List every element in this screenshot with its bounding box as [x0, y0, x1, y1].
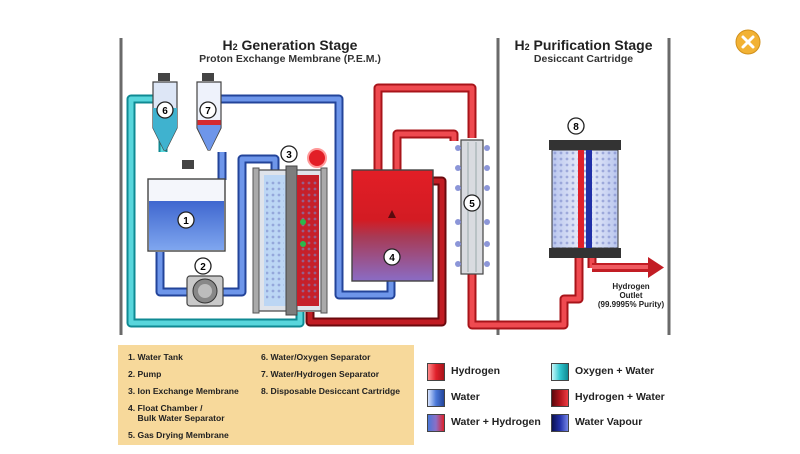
- legend-label-hydrogen: Hydrogen: [451, 365, 501, 377]
- legend-label-water-hydrogen: Water + Hydrogen: [451, 416, 541, 428]
- ion-exchange-membrane: [252, 165, 328, 316]
- close-icon: [735, 29, 761, 55]
- badge-3: 3: [280, 145, 298, 163]
- legend-swatch-hydrogen-water: [551, 389, 569, 407]
- badge-4: 4: [383, 248, 401, 266]
- key-item: 7. Water/Hydrogen Separator: [261, 369, 380, 379]
- pipe-hydrogen-top: [373, 83, 477, 170]
- legend-swatch-hydrogen: [427, 363, 445, 381]
- badge-8-text: 8: [573, 122, 579, 133]
- pipe-hydrogen-mid: [392, 129, 459, 170]
- badge-1: 1: [177, 211, 195, 229]
- generation-title-block: H2 Generation Stage Proton Exchange Memb…: [190, 37, 390, 65]
- hydrogen-outlet-arrow: [592, 257, 664, 278]
- purification-title: H2 Purification Stage: [514, 37, 653, 53]
- legend-label-vapour: Water Vapour: [575, 416, 643, 428]
- key-item: 2. Pump: [128, 369, 162, 379]
- badge-5: 5: [463, 194, 481, 212]
- close-button[interactable]: [735, 29, 761, 55]
- key-item: 6. Water/Oxygen Separator: [261, 352, 371, 362]
- badge-6: 6: [156, 101, 174, 119]
- key-item: 5. Gas Drying Membrane: [128, 430, 229, 440]
- badge-6-text: 6: [162, 106, 168, 117]
- pipe-water-tank-to-pump: [155, 252, 187, 297]
- legend-swatch-water-hydrogen: [427, 414, 445, 432]
- key-item: 8. Disposable Desiccant Cartridge: [261, 386, 400, 396]
- badge-2-text: 2: [200, 262, 206, 273]
- purification-subtitle: Desiccant Cartridge: [533, 53, 634, 65]
- component-key: 1. Water Tank 2. Pump 3. Ion Exchange Me…: [118, 345, 414, 445]
- outlet-line-2: Outlet: [619, 291, 642, 300]
- desiccant-cartridge: [549, 140, 621, 258]
- key-item: 3. Ion Exchange Membrane: [128, 386, 239, 396]
- outlet-label: Hydrogen Outlet (99.9995% Purity): [598, 282, 665, 309]
- badge-4-text: 4: [389, 253, 395, 264]
- badge-7-text: 7: [205, 106, 211, 117]
- badge-7: 7: [199, 101, 217, 119]
- generation-title: H2 Generation Stage: [222, 37, 358, 53]
- badge-1-text: 1: [183, 216, 189, 227]
- legend-label-oxygen-water: Oxygen + Water: [575, 365, 655, 377]
- key-item: 1. Water Tank: [128, 352, 183, 362]
- legend-swatch-vapour: [551, 414, 569, 432]
- pump: [186, 275, 224, 307]
- badge-2: 2: [194, 257, 212, 275]
- legend-label-water: Water: [451, 391, 480, 403]
- generation-subtitle: Proton Exchange Membrane (P.E.M.): [199, 53, 381, 65]
- status-indicator: [307, 148, 327, 168]
- key-item: 4. Float Chamber / Bulk Water Separator: [128, 403, 225, 423]
- outlet-line-1: Hydrogen: [612, 282, 649, 291]
- water-tank: [147, 160, 226, 252]
- badge-3-text: 3: [286, 150, 292, 161]
- badge-5-text: 5: [469, 199, 475, 210]
- component-badges: 1 2 3 4 5 6 7 8: [156, 101, 585, 275]
- legend-label-hydrogen-water: Hydrogen + Water: [575, 391, 665, 403]
- purification-title-block: H2 Purification Stage Desiccant Cartridg…: [498, 37, 669, 65]
- outlet-line-3: (99.9995% Purity): [598, 300, 665, 309]
- stage-dividers: [119, 38, 671, 335]
- legend-swatch-water: [427, 389, 445, 407]
- badge-8: 8: [567, 117, 585, 135]
- legend-swatch-oxygen-water: [551, 363, 569, 381]
